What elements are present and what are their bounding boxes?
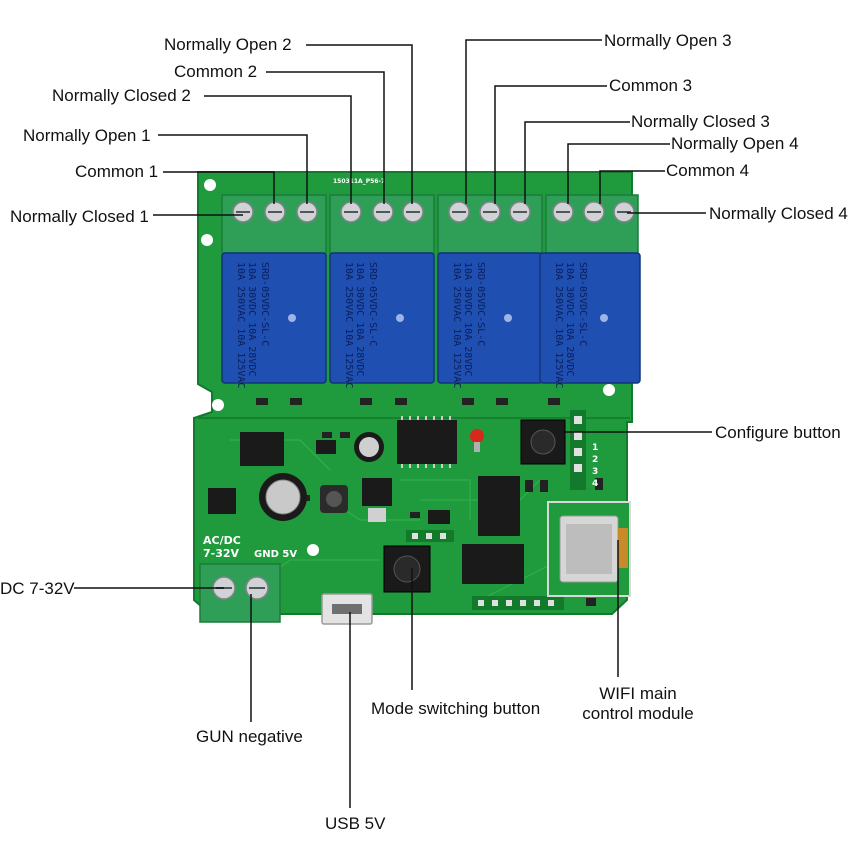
relay-3-rating: 10A 250VAC 10A 125VAC xyxy=(451,262,462,388)
terminal-block-4 xyxy=(545,194,639,254)
ic-chips xyxy=(208,416,524,584)
relay-3-rating-dc: 10A 30VDC 10A 28VDC xyxy=(462,262,473,376)
relay-4-rating-dc: 10A 30VDC 10A 28VDC xyxy=(564,262,575,376)
relay-3-model: SRD-05VDC-SL-C xyxy=(475,262,486,346)
label-normally-closed-1: Normally Closed 1 xyxy=(10,207,149,226)
label-normally-open-3: Normally Open 3 xyxy=(604,31,732,50)
relay-1: 10A 250VAC 10A 125VAC 10A 30VDC 10A 28VD… xyxy=(221,252,327,388)
mount-hole xyxy=(201,234,213,246)
mode-button-component xyxy=(383,545,431,593)
power-terminal-block xyxy=(199,563,281,623)
relay-2-model: SRD-05VDC-SL-C xyxy=(367,262,378,346)
label-normally-closed-4: Normally Closed 4 xyxy=(709,204,848,223)
capacitor-large xyxy=(259,473,307,521)
wifi-module-component xyxy=(547,501,631,597)
label-normally-open-2: Normally Open 2 xyxy=(164,35,292,54)
channel-mark-1: 1 xyxy=(592,443,598,453)
label-normally-open-1: Normally Open 1 xyxy=(23,126,151,145)
channel-mark-2: 2 xyxy=(592,455,598,465)
board-code-label: 150311A_P56-7 xyxy=(333,178,385,185)
label-wifi-module: WIFI main control module xyxy=(578,684,698,723)
label-common-4: Common 4 xyxy=(666,161,750,180)
terminal-block-2 xyxy=(329,194,435,254)
terminal-block-1 xyxy=(221,194,327,254)
label-usb-5v: USB 5V xyxy=(325,814,386,833)
configure-button-component xyxy=(520,419,566,465)
label-wifi-module-line2: control module xyxy=(582,703,694,723)
power-label-acdc: AC/DC xyxy=(203,534,241,547)
relay-3: 10A 250VAC 10A 125VAC 10A 30VDC 10A 28VD… xyxy=(437,252,543,388)
pin-header-bottom xyxy=(406,530,564,610)
power-label-voltage: 7-32V xyxy=(203,547,240,560)
label-wifi-module-line1: WIFI main xyxy=(599,684,677,703)
mount-hole xyxy=(204,179,216,191)
label-dc-input: DC 7-32V xyxy=(0,579,75,598)
inductor xyxy=(320,485,348,513)
mount-hole xyxy=(212,399,224,411)
label-gnd-negative: GUN negative xyxy=(196,727,303,746)
pin-header-right xyxy=(570,410,586,490)
relay-2-rating: 10A 250VAC 10A 125VAC xyxy=(343,262,354,388)
leader-lines xyxy=(74,39,712,808)
capacitor-small xyxy=(354,432,384,462)
usb-connector xyxy=(321,593,373,625)
channel-mark-4: 4 xyxy=(592,479,598,489)
label-common-1: Common 1 xyxy=(75,162,159,181)
mount-hole xyxy=(603,384,615,396)
terminal-block-3 xyxy=(437,194,543,254)
relay-1-model: SRD-05VDC-SL-C xyxy=(259,262,270,346)
relay-1-rating-dc: 10A 30VDC 10A 28VDC xyxy=(246,262,257,376)
label-mode-switching-button: Mode switching button xyxy=(371,699,541,718)
label-common-3: Common 3 xyxy=(609,76,693,95)
power-label-gnd5v: GND 5V xyxy=(254,549,297,560)
channel-mark-3: 3 xyxy=(592,467,598,477)
label-normally-open-4: Normally Open 4 xyxy=(671,134,799,153)
relay-4-model: SRD-05VDC-SL-C xyxy=(577,262,588,346)
relay-2: 10A 250VAC 10A 125VAC 10A 30VDC 10A 28VD… xyxy=(329,252,435,388)
label-common-2: Common 2 xyxy=(174,62,258,81)
relay-2-rating-dc: 10A 30VDC 10A 28VDC xyxy=(354,262,365,376)
label-normally-closed-2: Normally Closed 2 xyxy=(52,86,191,105)
relay-4-rating: 10A 250VAC 10A 125VAC xyxy=(553,262,564,388)
channel-marks: 1 2 3 4 xyxy=(592,443,598,489)
mount-hole xyxy=(307,544,319,556)
relay-1-rating: 10A 250VAC 10A 125VAC xyxy=(235,262,246,388)
status-led xyxy=(470,429,484,452)
label-configure-button: Configure button xyxy=(715,423,841,442)
relay-4: 10A 250VAC 10A 125VAC 10A 30VDC 10A 28VD… xyxy=(539,252,641,388)
label-normally-closed-3: Normally Closed 3 xyxy=(631,112,770,131)
